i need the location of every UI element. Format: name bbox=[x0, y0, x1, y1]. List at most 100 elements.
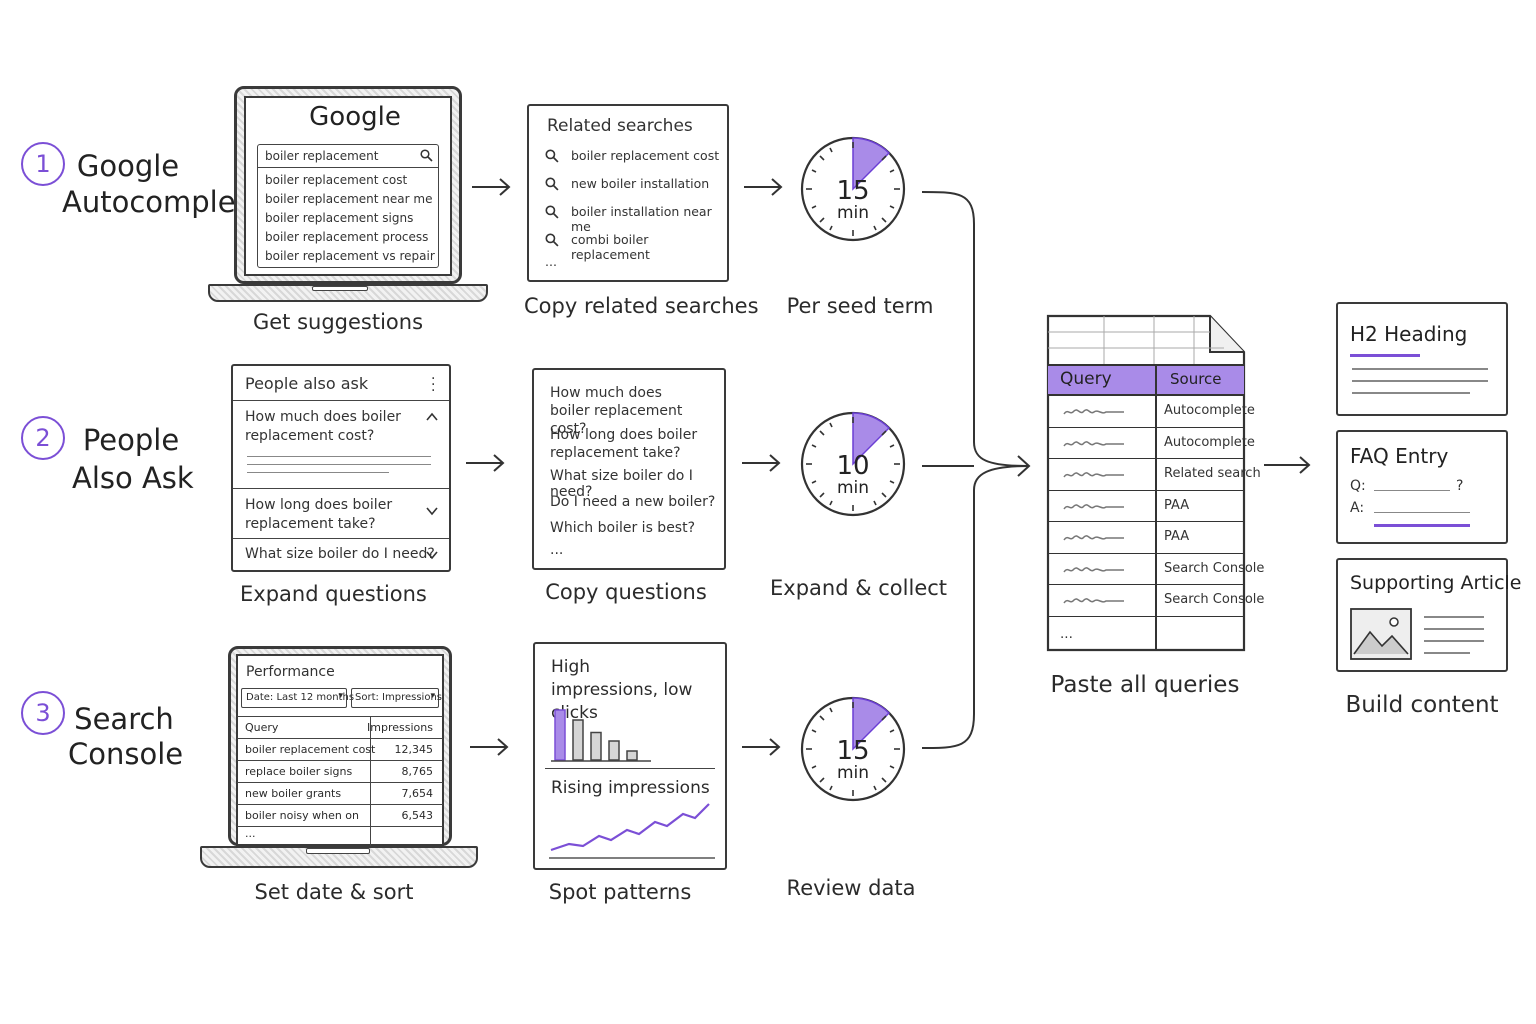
chevron-down-icon: ▾ bbox=[430, 691, 435, 701]
related-searches-panel: Related searches boiler replacement cost… bbox=[527, 104, 729, 282]
copied-question[interactable]: Do I need a new boiler? bbox=[550, 494, 716, 510]
suggestion-item[interactable]: boiler replacement process bbox=[265, 230, 429, 244]
supporting-article-label: Supporting Article bbox=[1350, 572, 1522, 594]
sheet-row[interactable]: Related search bbox=[1048, 459, 1261, 491]
related-more: ... bbox=[545, 254, 557, 269]
step-3-number: 3 bbox=[21, 691, 65, 735]
col-header-impressions: Impressions bbox=[367, 721, 433, 734]
sheet-row[interactable]: Autocomplete bbox=[1048, 428, 1255, 459]
sheet-row[interactable]: Search Console bbox=[1048, 585, 1264, 617]
copied-question[interactable]: What size boiler do I need? bbox=[550, 468, 693, 500]
caption-build-content: Build content bbox=[1345, 692, 1499, 718]
merge-connector bbox=[921, 191, 1031, 749]
h2-heading-card: H2 Heading bbox=[1336, 302, 1508, 416]
sheet-row[interactable]: Autocomplete bbox=[1048, 396, 1255, 428]
paa-question[interactable]: What size boiler do I need? bbox=[245, 546, 435, 562]
timer-icon: 10 min bbox=[798, 405, 908, 523]
col-header-query: Query bbox=[245, 721, 279, 734]
timer-value: 15 bbox=[836, 176, 870, 206]
copied-question[interactable]: How long does boiler replacement take? bbox=[550, 427, 698, 461]
table-row[interactable]: boiler replacement cost 12,345 bbox=[237, 738, 443, 760]
search-icon[interactable] bbox=[420, 149, 433, 162]
more-options-icon[interactable]: ··· bbox=[431, 371, 436, 399]
caption-per-seed: Per seed term bbox=[786, 294, 934, 318]
search-icon bbox=[545, 233, 559, 247]
faq-question-mark: ? bbox=[1456, 478, 1464, 494]
sheet-source-cell: Search Console bbox=[1164, 560, 1265, 576]
table-row[interactable]: replace boiler signs 8,765 bbox=[237, 760, 443, 782]
caption-spot-patterns: Spot patterns bbox=[548, 880, 692, 904]
table-row[interactable]: boiler noisy when on 6,543 bbox=[237, 804, 443, 826]
rows-more: ... bbox=[245, 827, 256, 840]
sheet-header-source: Source bbox=[1170, 370, 1222, 388]
caption-review-data: Review data bbox=[786, 876, 916, 900]
supporting-article-card: Supporting Article bbox=[1336, 558, 1521, 672]
faq-entry-card: FAQ Entry Q: ? A: bbox=[1336, 430, 1508, 544]
h2-heading-label: H2 Heading bbox=[1350, 322, 1468, 346]
squiggle-placeholder bbox=[1063, 440, 1124, 446]
timer-unit: min bbox=[836, 763, 870, 783]
step-2-title-line2: Also Ask bbox=[72, 461, 194, 495]
bar-3 bbox=[590, 731, 602, 761]
caption-expand-collect: Expand & collect bbox=[770, 576, 948, 600]
related-search-item[interactable]: boiler replacement cost bbox=[571, 148, 720, 163]
bar-1 bbox=[554, 709, 566, 761]
squiggle-placeholder bbox=[1063, 598, 1124, 604]
search-icon bbox=[545, 177, 559, 191]
google-search-box[interactable]: boiler replacement boiler replacement co… bbox=[257, 144, 439, 268]
suggestion-item[interactable]: boiler replacement near me bbox=[265, 192, 433, 206]
related-search-item[interactable]: new boiler installation bbox=[571, 176, 710, 191]
pattern-title-rising: Rising impressions bbox=[551, 778, 710, 798]
impressions-bar-chart bbox=[551, 709, 651, 762]
table-row[interactable]: new boiler grants 7,654 bbox=[237, 782, 443, 804]
timer-value: 15 bbox=[836, 736, 870, 766]
date-filter-dropdown[interactable]: Date: Last 12 months ▾ bbox=[241, 688, 354, 708]
sheet-source-cell: Related search bbox=[1164, 466, 1261, 481]
timer-value: 10 bbox=[836, 451, 870, 481]
step-3-title-line2: Console bbox=[68, 737, 184, 771]
related-search-item[interactable]: combi boiler replacement bbox=[571, 232, 650, 262]
sheet-source-cell: PAA bbox=[1164, 529, 1190, 544]
timer-unit: min bbox=[836, 478, 870, 498]
arrow-right-icon bbox=[470, 738, 509, 756]
squiggle-placeholder bbox=[1063, 535, 1124, 541]
sheet-row[interactable]: Search Console bbox=[1048, 554, 1264, 585]
sheet-source-cell: Autocomplete bbox=[1164, 403, 1255, 418]
chevron-down-icon: ▾ bbox=[338, 691, 343, 701]
related-search-item[interactable]: boiler installation near me bbox=[571, 204, 712, 234]
caption-expand-questions: Expand questions bbox=[240, 582, 427, 606]
paa-question[interactable]: How long does boiler replacement take? bbox=[245, 497, 393, 532]
sheet-row[interactable]: PAA bbox=[1048, 491, 1244, 522]
chevron-down-icon[interactable] bbox=[425, 506, 439, 516]
caption-set-date-sort: Set date & sort bbox=[254, 880, 414, 904]
squiggle-placeholder bbox=[1063, 503, 1124, 509]
step-2-title-line1: People bbox=[82, 423, 180, 457]
image-icon bbox=[1350, 608, 1412, 660]
caption-copy-questions: Copy questions bbox=[545, 580, 707, 604]
rising-line-chart bbox=[549, 803, 715, 859]
arrow-right-icon bbox=[742, 454, 781, 472]
copied-question[interactable]: How much does boiler replacement cost? bbox=[550, 385, 683, 437]
step-3-title-line1: Search bbox=[74, 702, 174, 736]
timer-unit: min bbox=[836, 203, 870, 223]
bar-4 bbox=[608, 740, 620, 761]
faq-entry-label: FAQ Entry bbox=[1350, 444, 1449, 468]
copied-question[interactable]: Which boiler is best? bbox=[550, 520, 696, 536]
sheet-source-cell: Search Console bbox=[1164, 592, 1265, 607]
sheet-header-query: Query bbox=[1060, 369, 1112, 389]
caption-get-suggestions: Get suggestions bbox=[252, 310, 424, 334]
sheet-row[interactable]: PAA bbox=[1048, 522, 1244, 554]
copied-questions-panel: How much does boiler replacement cost? H… bbox=[532, 368, 726, 570]
bar-2 bbox=[572, 719, 584, 761]
sort-filter-dropdown[interactable]: Sort: Impressions ▾ bbox=[351, 688, 442, 708]
chevron-up-icon[interactable] bbox=[425, 412, 439, 422]
chevron-down-icon[interactable] bbox=[425, 550, 439, 560]
google-logo: Google bbox=[309, 102, 401, 132]
suggestion-item[interactable]: boiler replacement signs bbox=[265, 211, 414, 225]
google-search-input[interactable]: boiler replacement bbox=[265, 149, 379, 163]
timer-icon: 15 min bbox=[798, 130, 908, 248]
suggestion-item[interactable]: boiler replacement vs repair bbox=[265, 249, 435, 263]
paa-question[interactable]: How much does boiler replacement cost? bbox=[245, 409, 401, 444]
suggestion-item[interactable]: boiler replacement cost bbox=[265, 173, 408, 187]
step-1-title-line2: Autocomplete bbox=[62, 185, 265, 219]
